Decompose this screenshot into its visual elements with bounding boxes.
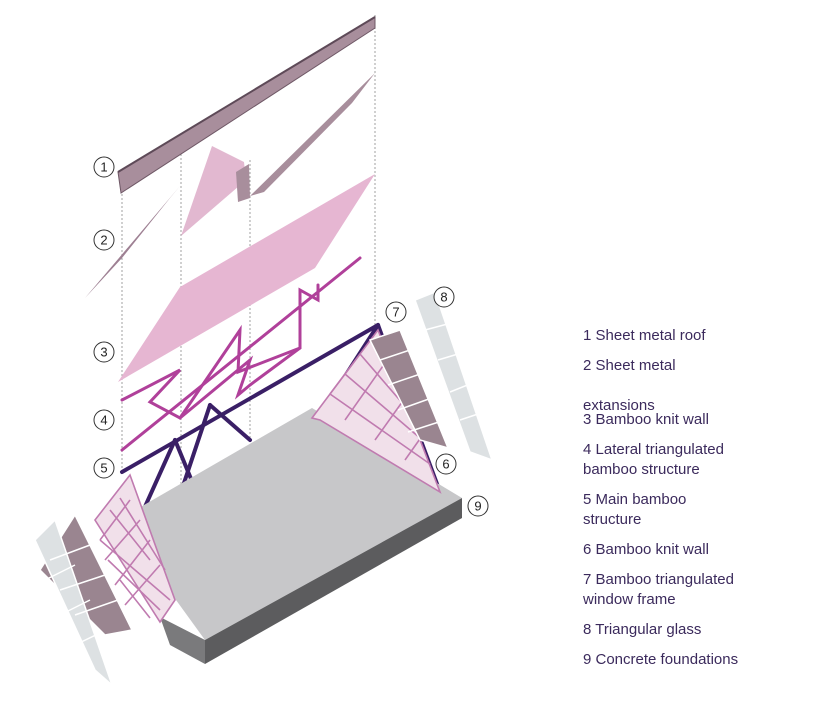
legend: 1 Sheet metal roof 2 Sheet metal extansi… <box>583 326 813 680</box>
marker-4: 4 <box>93 409 115 431</box>
triangular-glass-right <box>368 291 494 462</box>
legend-item-4: 4 Lateral triangulated bamboo structure <box>583 441 724 478</box>
svg-text:6: 6 <box>442 457 449 472</box>
legend-item-2: 2 Sheet metal extansions <box>583 357 676 414</box>
triangular-glass-left <box>34 513 134 688</box>
legend-item-7: 7 Bamboo triangulated window frame <box>583 571 734 608</box>
legend-item-6: 6 Bamboo knit wall <box>583 541 709 558</box>
number-markers: 1 2 3 4 5 6 7 8 <box>93 156 489 517</box>
svg-text:5: 5 <box>100 461 107 476</box>
legend-item-8: 8 Triangular glass <box>583 621 702 638</box>
marker-7: 7 <box>385 301 407 323</box>
alignment-guides <box>121 15 376 500</box>
legend-item-3: 3 Bamboo knit wall <box>583 411 709 428</box>
svg-text:3: 3 <box>100 345 107 360</box>
marker-9: 9 <box>467 495 489 517</box>
concrete-foundation <box>118 408 462 664</box>
svg-text:2: 2 <box>100 233 107 248</box>
bamboo-knit-wall-right <box>310 328 442 494</box>
sheet-metal-roof <box>117 16 376 194</box>
marker-1: 1 <box>93 156 115 178</box>
bamboo-knit-panel <box>118 174 375 382</box>
svg-text:9: 9 <box>474 499 481 514</box>
marker-2: 2 <box>93 229 115 251</box>
sheet-metal-extensions <box>85 73 375 298</box>
legend-item-1: 1 Sheet metal roof <box>583 327 706 344</box>
svg-text:7: 7 <box>392 305 399 320</box>
bamboo-window-frame-left <box>94 473 176 624</box>
legend-item-5: 5 Main bamboo structure <box>583 491 687 528</box>
svg-text:8: 8 <box>440 290 447 305</box>
lateral-triangulated-structure <box>120 256 362 452</box>
marker-3: 3 <box>93 341 115 363</box>
marker-5: 5 <box>93 457 115 479</box>
legend-item-9: 9 Concrete foundations <box>583 651 739 668</box>
svg-text:4: 4 <box>100 413 107 428</box>
marker-8: 8 <box>433 286 455 308</box>
marker-6: 6 <box>435 453 457 475</box>
svg-text:1: 1 <box>100 160 107 175</box>
